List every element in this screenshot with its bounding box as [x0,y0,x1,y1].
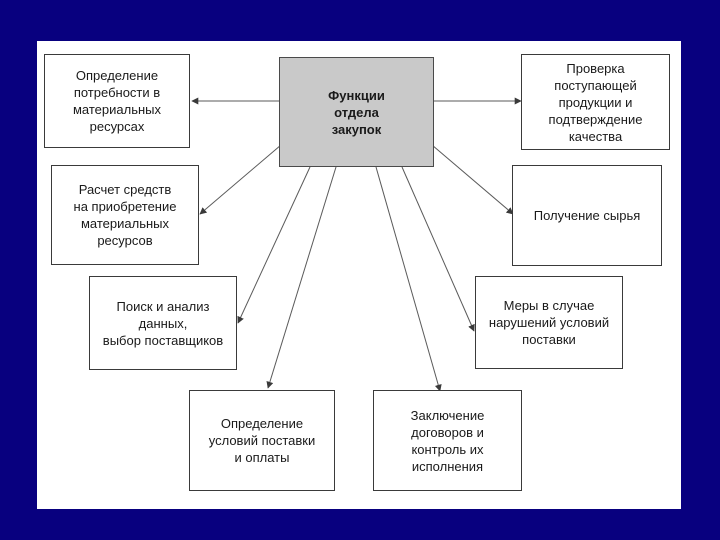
arrow-to-search [237,166,311,324]
center-functions-box: Функции отдела закупок [279,57,434,167]
box-needs-determination: Определение потребности в материальных р… [44,54,190,148]
box-contracts-control: Заключение договоров и контроль их испол… [373,390,522,491]
box-raw-receipt: Получение сырья [512,165,662,266]
arrow-to-contracts [375,166,442,392]
arrow-to-calc [199,144,282,215]
arrow-to-measures [401,166,475,332]
box-quality-check: Проверка поступающей продукции и подтвер… [521,54,670,150]
box-funds-calculation: Расчет средств на приобретение материаль… [51,165,199,265]
box-supplier-search: Поиск и анализ данных, выбор поставщиков [89,276,237,370]
arrow-to-receive [431,144,514,215]
arrow-to-terms [266,166,337,389]
box-delivery-terms: Определение условий поставки и оплаты [189,390,335,491]
box-violation-measures: Меры в случае нарушений условий поставки [475,276,623,369]
